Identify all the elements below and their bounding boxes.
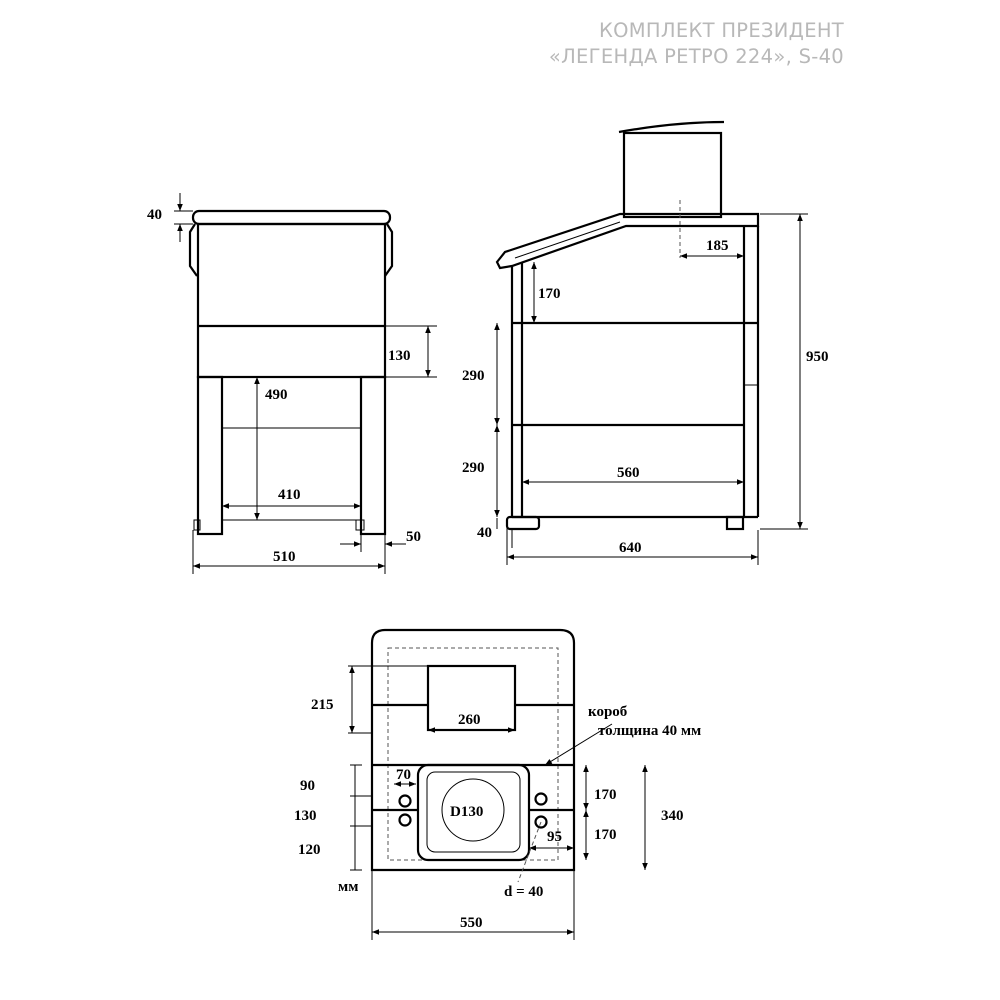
side-dim-290-lower-label: 290: [462, 460, 485, 476]
front-leg-right: [359, 375, 387, 536]
front-handle-left: [188, 223, 198, 277]
plan-dim-170-lower-label: 170: [594, 827, 617, 843]
plan-dim-550-label: 550: [460, 915, 483, 931]
side-foot-front: [505, 515, 541, 531]
plan-hole-rb: [534, 815, 548, 829]
front-dim-130-label: 130: [388, 348, 411, 364]
front-dim-490-label: 490: [265, 387, 288, 403]
front-leg-left: [196, 375, 224, 536]
side-dim-640-label: 640: [619, 540, 642, 556]
side-lid-inner: [514, 221, 621, 259]
side-chimney: [622, 131, 723, 219]
front-foot-left: [193, 519, 201, 531]
plan-hole-lt: [398, 794, 412, 808]
plan-dim-120-label: 120: [298, 842, 321, 858]
title-line-2: «ЛЕГЕНДА РЕТРО 224», S-40: [548, 45, 844, 68]
plan-box-label-2: толщина 40 мм: [598, 723, 701, 739]
plan-dim-90-label: 90: [300, 778, 315, 794]
front-lid: [191, 209, 392, 226]
front-view: 40 130 490 410 50 510: [147, 193, 437, 574]
side-view: 185 170 290 290 950 560 40 640: [462, 120, 829, 565]
side-dim-290-upper-label: 290: [462, 368, 485, 384]
plan-inner-dashed: [387, 647, 559, 861]
plan-dim-95-label: 95: [547, 829, 562, 845]
plan-hole-lb: [398, 813, 412, 827]
side-dim-40-label: 40: [477, 525, 492, 541]
plan-dim-215-label: 215: [311, 697, 334, 713]
plan-unit-label: мм: [338, 879, 358, 895]
title-block: КОМПЛЕКТ ПРЕЗИДЕНТ «ЛЕГЕНДА РЕТРО 224», …: [549, 18, 844, 70]
plan-box-label-1: короб: [588, 704, 627, 720]
plan-firebox-diameter-label: D130: [450, 804, 483, 820]
plan-dim-340-label: 340: [661, 808, 684, 824]
side-dim-170-label: 170: [538, 286, 561, 302]
plan-dim-130-label: 130: [294, 808, 317, 824]
side-chimney-cap: [618, 120, 725, 134]
front-dim-50-label: 50: [406, 529, 421, 545]
front-dim-410-label: 410: [278, 487, 301, 503]
plan-firebox-circle: [441, 778, 505, 842]
plan-dim-70-label: 70: [396, 767, 411, 783]
plan-firebox: [416, 763, 531, 862]
side-dim-950-label: 950: [806, 349, 829, 365]
front-dim-40-label: 40: [147, 207, 162, 223]
plan-hole-diameter-label: d = 40: [504, 884, 543, 900]
side-dim-560-label: 560: [617, 465, 640, 481]
plan-box-leader: [544, 723, 613, 766]
side-dim-185-label: 185: [706, 238, 729, 254]
plan-view: 215 260 короб толщина 40 мм 90 130 120 м…: [294, 628, 701, 940]
plan-hole-rt: [534, 792, 548, 806]
front-dim-510-label: 510: [273, 549, 296, 565]
plan-outline: [370, 628, 576, 872]
front-body: [196, 222, 387, 379]
plan-firebox-inner: [426, 771, 521, 853]
plan-hole-leader: [517, 821, 542, 883]
plan-dim-260-label: 260: [458, 712, 481, 728]
plan-dim-170-upper-label: 170: [594, 787, 617, 803]
side-foot-back: [725, 515, 745, 531]
front-handle-right: [384, 223, 394, 277]
title-line-1: КОМПЛЕКТ ПРЕЗИДЕНТ: [599, 19, 844, 42]
